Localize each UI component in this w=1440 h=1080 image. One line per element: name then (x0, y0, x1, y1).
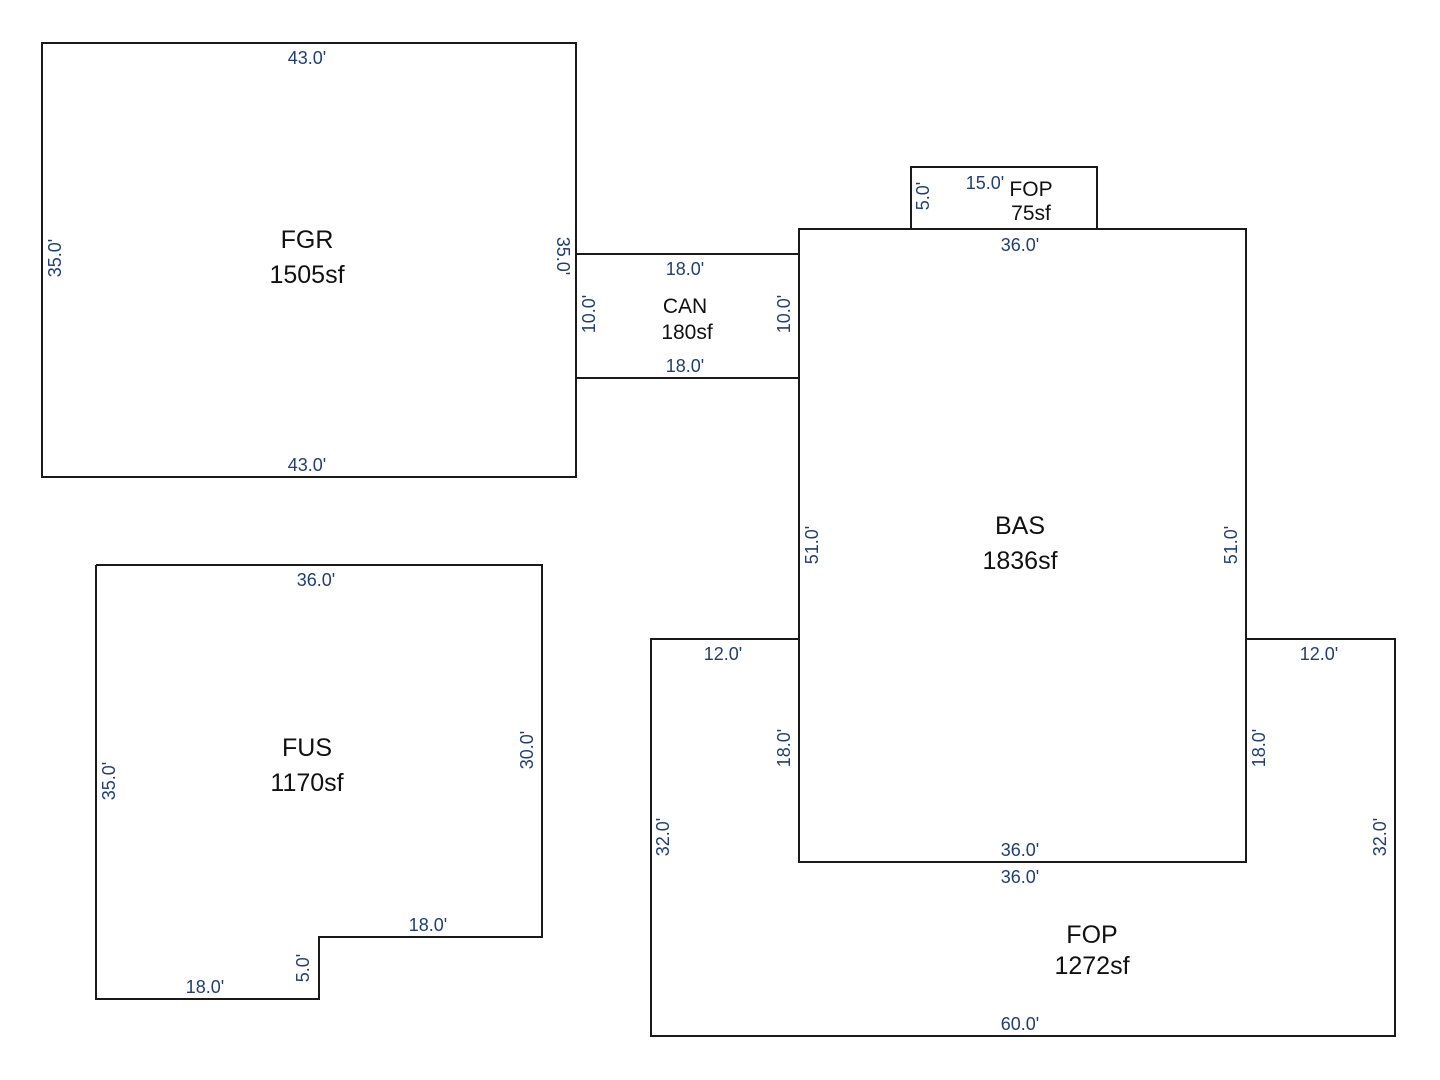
can-left-dimension: 10.0' (579, 295, 599, 333)
can-bottom-dimension: 18.0' (666, 356, 704, 376)
fop-large-outline (650, 638, 1396, 1037)
fop-large-bottom-dimension: 60.0' (1001, 1014, 1039, 1034)
fgr-section: FGR 1505sf 43.0' 43.0' 35.0' 35.0' (41, 42, 577, 478)
bas-right-dimension: 51.0' (1221, 526, 1241, 564)
fgr-outline (41, 42, 577, 478)
can-top-dimension: 18.0' (666, 259, 704, 279)
fus-outline (95, 564, 543, 1000)
fus-area: 1170sf (270, 769, 343, 797)
can-section: CAN 180sf 18.0' 18.0' 10.0' 10.0' (575, 253, 800, 379)
fgr-top-dimension: 43.0' (288, 48, 326, 68)
fgr-right-dimension: 35.0' (553, 237, 573, 275)
fus-top-dimension: 36.0' (297, 570, 335, 590)
fus-notch-dimension: 5.0' (293, 954, 313, 982)
fop-large-inner-right-dimension: 18.0' (1249, 729, 1269, 767)
fus-bottom-left-dimension: 18.0' (186, 977, 224, 997)
fop-small-section: FOP 75sf 15.0' 5.0' (910, 166, 1098, 230)
fus-right-dimension: 30.0' (517, 731, 537, 769)
fus-code: FUS (282, 734, 332, 762)
fop-small-top-dimension: 15.0' (966, 173, 1004, 193)
fop-large-top-middle-dimension: 36.0' (1001, 867, 1039, 887)
can-area: 180sf (661, 321, 713, 344)
fop-small-code: FOP (1009, 178, 1052, 201)
fus-bottom-right-dimension: 18.0' (409, 915, 447, 935)
fop-small-left-dimension: 5.0' (913, 182, 933, 210)
fgr-area: 1505sf (269, 261, 344, 289)
can-code: CAN (663, 295, 707, 318)
bas-bottom-dimension: 36.0' (1001, 840, 1039, 860)
fus-left-dimension: 35.0' (99, 762, 119, 800)
fop-large-right-dimension: 32.0' (1370, 818, 1390, 856)
fop-large-code: FOP (1066, 921, 1117, 949)
fop-small-area: 75sf (1011, 202, 1051, 225)
fgr-code: FGR (281, 226, 334, 254)
bas-area: 1836sf (982, 547, 1057, 575)
bas-code: BAS (995, 512, 1045, 540)
bas-section: BAS 1836sf 36.0' 36.0' 51.0' 51.0' (798, 228, 1247, 863)
fgr-bottom-dimension: 43.0' (288, 455, 326, 475)
can-right-dimension: 10.0' (774, 295, 794, 333)
fgr-left-dimension: 35.0' (45, 239, 65, 277)
bas-top-dimension: 36.0' (1001, 235, 1039, 255)
fop-large-inner-left-dimension: 18.0' (774, 729, 794, 767)
fop-large-section: FOP 1272sf 12.0' 12.0' 18.0' 18.0' 32.0'… (650, 638, 1396, 1037)
fop-large-area: 1272sf (1054, 952, 1129, 980)
fus-section: FUS 1170sf 36.0' 35.0' 30.0' 18.0' 5.0' … (95, 564, 543, 1000)
fop-large-top-left-dimension: 12.0' (704, 644, 742, 664)
fop-large-top-right-dimension: 12.0' (1300, 644, 1338, 664)
bas-left-dimension: 51.0' (802, 526, 822, 564)
fop-large-left-dimension: 32.0' (653, 818, 673, 856)
bas-outline (798, 228, 1247, 863)
